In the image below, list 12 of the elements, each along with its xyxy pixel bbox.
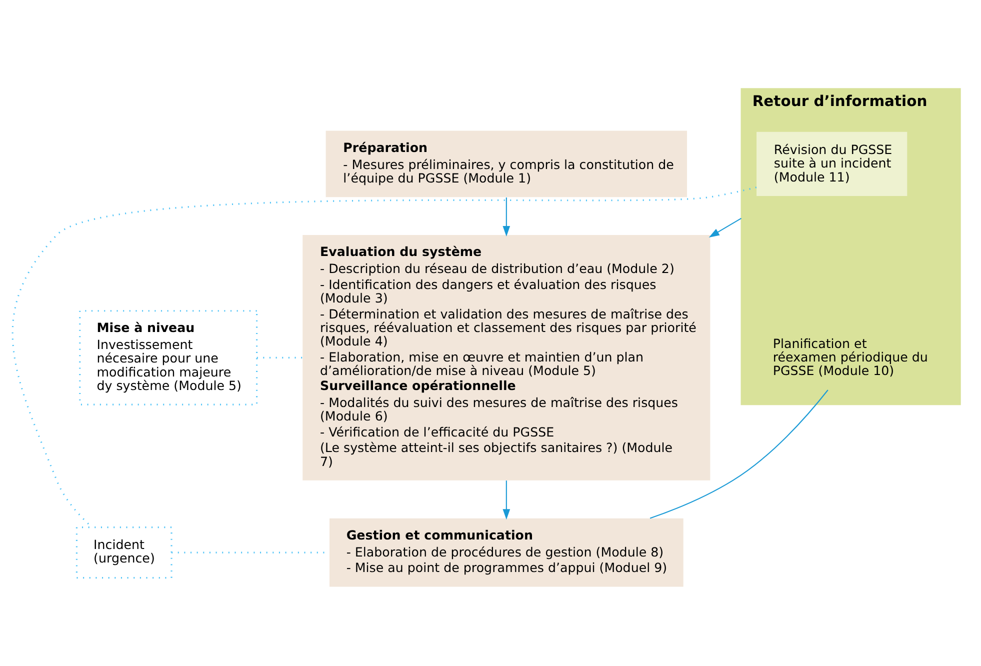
- node-box: Gestion et communication - Elaboration de procédures de gestion (Module 8) - Mise au point de programmes d’appui (Moduel 9): [329, 518, 684, 586]
- node-box: Mise à niveau Investissement nécesaire pour une modification majeure dy système (Module 5): [79, 310, 258, 405]
- arrow: [502, 197, 510, 236]
- node-box: Préparation - Mesures préliminaires, y compris la constitution de l’équipe du PGSSE (Module 1): [326, 130, 688, 197]
- node-box: Révision du PGSSE suite à un incident (Module 11): [756, 131, 908, 196]
- node-box: Evaluation du système - Description du réseau de distribution d’eau (Module 2) - Identification des dangers et évaluation des risques (Module 3) - Détermination et validation des mesures de maîtrise des risques, réévaluation et classement des risques par priorité (Module 4) - Elaboration, mise en œuvre et maintien d’un plan d’amélioration/de mise à niveau (Module 5) Surveillance opérationnelle - Modalités du suivi des mesures de maîtrise des risques (Module 6) - Vérification de l’efficacité du PGSSE (Le système atteint-il ses objectifs sanitaires ?) (Module 7): [302, 234, 710, 480]
- node-box: Incident (urgence): [76, 526, 172, 578]
- arrow: [708, 217, 742, 237]
- connector: [650, 389, 828, 518]
- node-text: Planification et réexamen périodique du PGSSE (Module 10): [772, 335, 928, 378]
- connector: [12, 186, 757, 528]
- arrow: [502, 480, 510, 520]
